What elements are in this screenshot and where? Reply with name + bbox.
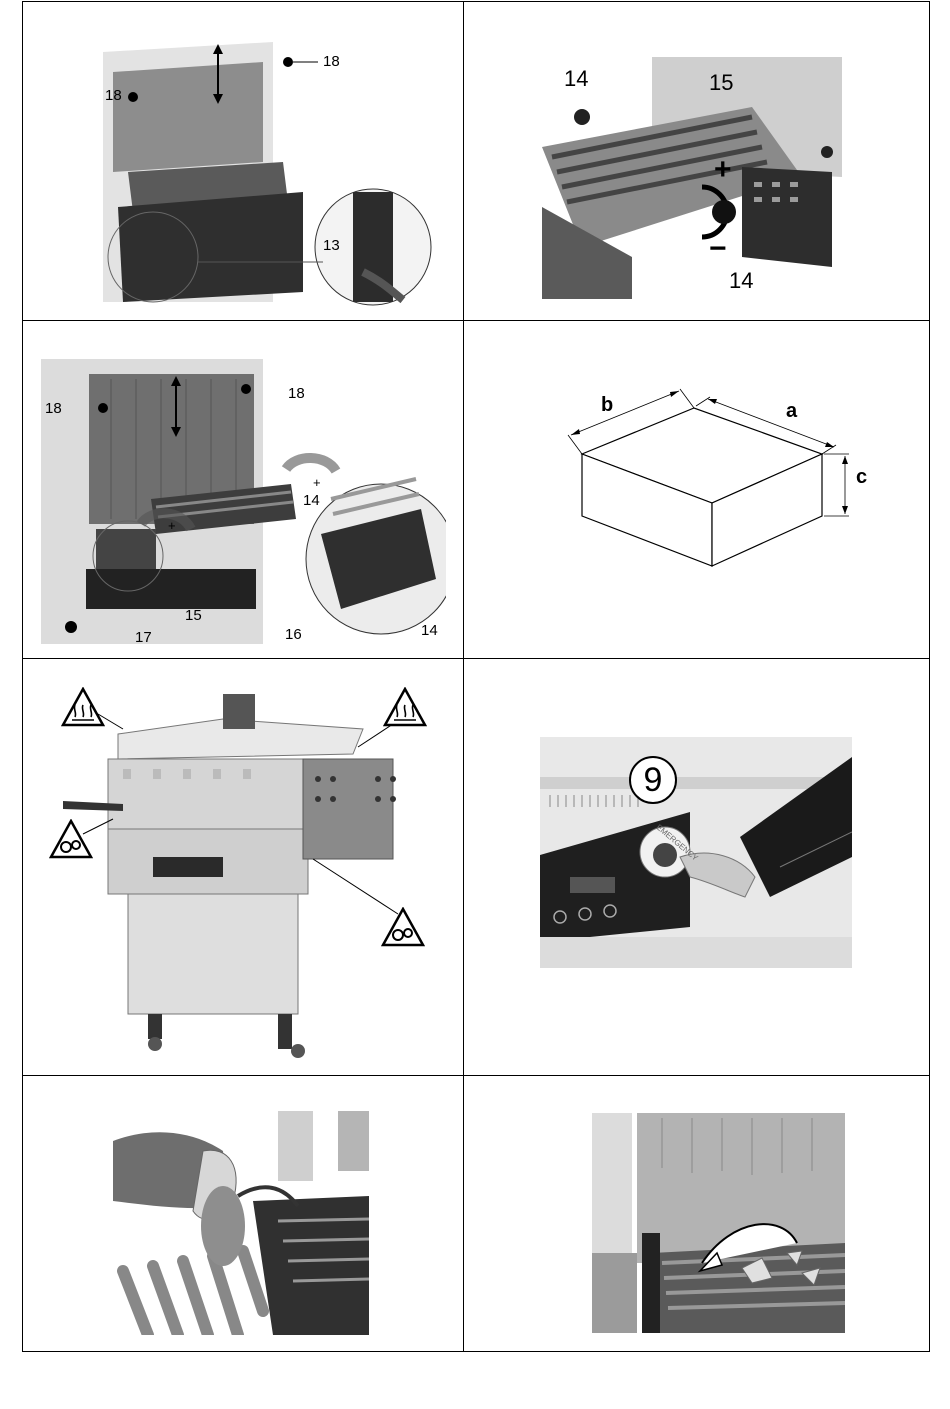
label-13: 13 xyxy=(323,238,340,253)
panel-height-adjustment: 18 18 14 15 17 16 14 + + xyxy=(23,321,463,658)
label-15: 15 xyxy=(709,72,733,94)
label-18-right: 18 xyxy=(323,54,340,69)
figure-grid: 18 18 13 xyxy=(22,1,930,1352)
panel-oiling xyxy=(23,1076,463,1353)
photo-machine-front-door xyxy=(73,32,433,307)
photo-oiling-chain xyxy=(113,1111,369,1335)
moving-parts-icon xyxy=(381,907,425,947)
label-18-left: 18 xyxy=(45,401,62,416)
photo-tunnel-adjustment xyxy=(41,359,446,644)
dimension-b-label: b xyxy=(601,395,613,415)
callout-circle: 9 xyxy=(629,756,677,804)
plus-sign-left: + xyxy=(168,519,176,532)
label-18-left: 18 xyxy=(105,88,122,103)
dimension-c-label: c xyxy=(856,467,867,487)
plus-sign-right: + xyxy=(313,476,321,489)
hot-surface-icon xyxy=(61,687,105,727)
panel-package-dimensions: a b c xyxy=(464,321,931,658)
moving-parts-icon xyxy=(49,819,93,859)
label-14-top-left: 14 xyxy=(564,68,588,90)
panel-roller-adjustment: 14 15 14 + − xyxy=(464,2,931,320)
label-9: 9 xyxy=(644,763,663,797)
panel-machine-warnings xyxy=(23,659,463,1075)
label-15: 15 xyxy=(185,608,202,623)
label-16: 16 xyxy=(285,627,302,642)
label-14-lower: 14 xyxy=(421,623,438,638)
panel-curtain-removal: 18 18 13 xyxy=(23,2,463,320)
label-14-bottom: 14 xyxy=(729,270,753,292)
photo-cleaning-rollers xyxy=(592,1113,845,1333)
label-17: 17 xyxy=(135,630,152,645)
panel-cleaning xyxy=(464,1076,931,1353)
label-14-upper: 14 xyxy=(303,493,320,508)
hot-surface-icon xyxy=(383,687,427,727)
box-dimension-diagram xyxy=(464,321,931,658)
plus-sign: + xyxy=(714,155,732,185)
dimension-a-label: a xyxy=(786,401,797,421)
label-18-right: 18 xyxy=(288,386,305,401)
photo-roller-conveyor xyxy=(542,57,874,299)
panel-emergency-stop: 9 EMERGENCY xyxy=(464,659,931,1075)
minus-sign: − xyxy=(709,234,727,264)
